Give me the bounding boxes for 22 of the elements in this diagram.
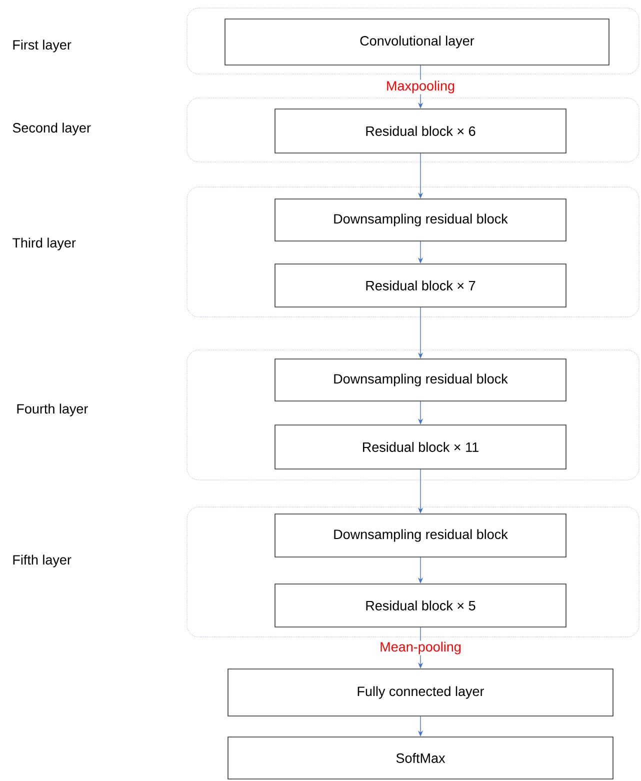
layer-box: Fully connected layer — [228, 668, 614, 716]
layer-box: SoftMax — [228, 736, 614, 780]
layer-group-frame — [186, 8, 640, 74]
layer-group-frame — [186, 186, 640, 318]
edge-label: Mean-pooling — [380, 642, 460, 654]
layer-box: Residual block × 5 — [274, 584, 566, 628]
layer-group-frame — [186, 350, 640, 480]
layer-box: Residual block × 11 — [274, 424, 566, 470]
layer-group-frame — [186, 506, 640, 638]
layer-box: Downsampling residual block — [274, 198, 566, 242]
layer-box: Residual block × 7 — [274, 264, 566, 308]
layer-box: Downsampling residual block — [274, 358, 566, 402]
layer-label: Fifth layer — [13, 554, 72, 568]
layer-label: Third layer — [12, 238, 76, 250]
layer-box: Downsampling residual block — [274, 514, 566, 558]
layer-group-frame — [186, 98, 640, 162]
layer-label: Second layer — [12, 122, 91, 136]
layer-label: Fourth layer — [17, 404, 88, 416]
layer-box: Convolutional layer — [224, 18, 610, 66]
layer-box: Residual block × 6 — [274, 108, 566, 154]
layer-label: First layer — [13, 40, 72, 52]
edge-label: Maxpooling — [387, 80, 454, 94]
